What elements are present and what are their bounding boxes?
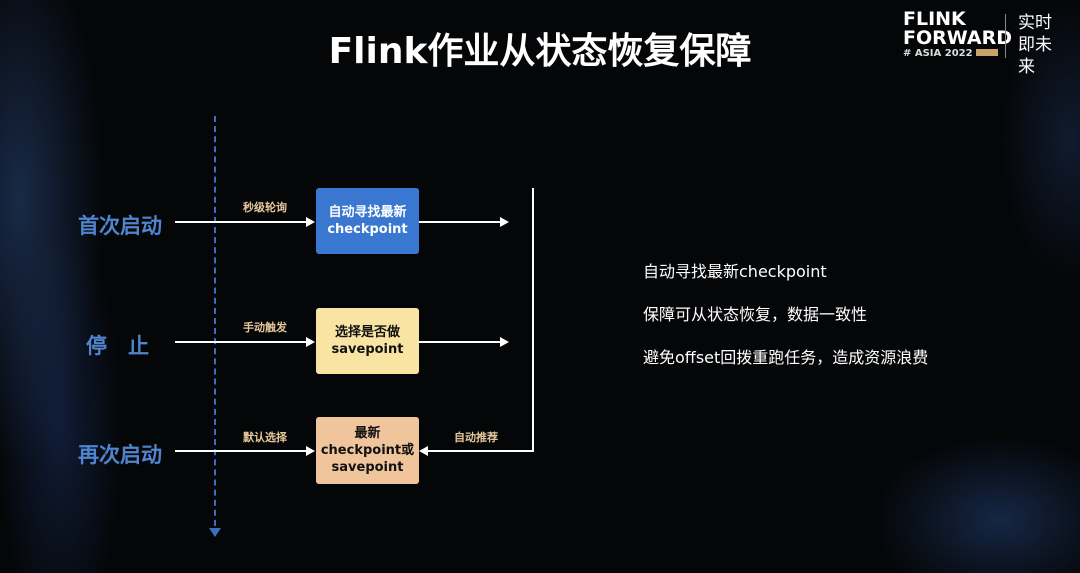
logo-tagline: 实时即未来 [1018, 13, 1052, 77]
arrow-line [419, 341, 501, 343]
timeline-axis [214, 116, 216, 536]
arrow-right-icon [500, 217, 509, 227]
label-poll: 秒级轮询 [243, 201, 287, 214]
arrow-line [428, 450, 534, 452]
slide-title: Flink作业从状态恢复保障 [328, 31, 752, 72]
label-default: 默认选择 [243, 431, 287, 444]
arrow-right-icon [500, 337, 509, 347]
timeline-arrow-icon [209, 528, 221, 537]
logo-line1: FLINK [903, 8, 966, 30]
label-manual: 手动触发 [243, 321, 287, 334]
logo-line3: # ASIA 2022 [903, 48, 1012, 60]
arrow-right-icon [306, 217, 315, 227]
arrow-line [175, 450, 308, 452]
logo-divider [1005, 14, 1006, 58]
arrow-right-icon [306, 337, 315, 347]
arrow-line [175, 341, 308, 343]
flink-forward-logo: FLINK FORWARD # ASIA 2022 [903, 10, 1012, 60]
stage-stop: 停 止 [86, 334, 149, 358]
bullet-3: 避免offset回拨重跑任务，造成资源浪费 [643, 348, 929, 367]
stage-first-start: 首次启动 [78, 214, 162, 238]
stage-restart: 再次启动 [78, 443, 162, 467]
label-auto-recommend: 自动推荐 [454, 431, 498, 444]
arrow-right-icon [306, 446, 315, 456]
logo-line2: FORWARD [903, 27, 1012, 49]
arrow-left-icon [419, 446, 428, 456]
arrow-line [175, 221, 308, 223]
feedback-line [532, 188, 534, 451]
bullet-2: 保障可从状态恢复，数据一致性 [643, 305, 868, 324]
arrow-line [419, 221, 501, 223]
bullet-1: 自动寻找最新checkpoint [643, 262, 827, 281]
